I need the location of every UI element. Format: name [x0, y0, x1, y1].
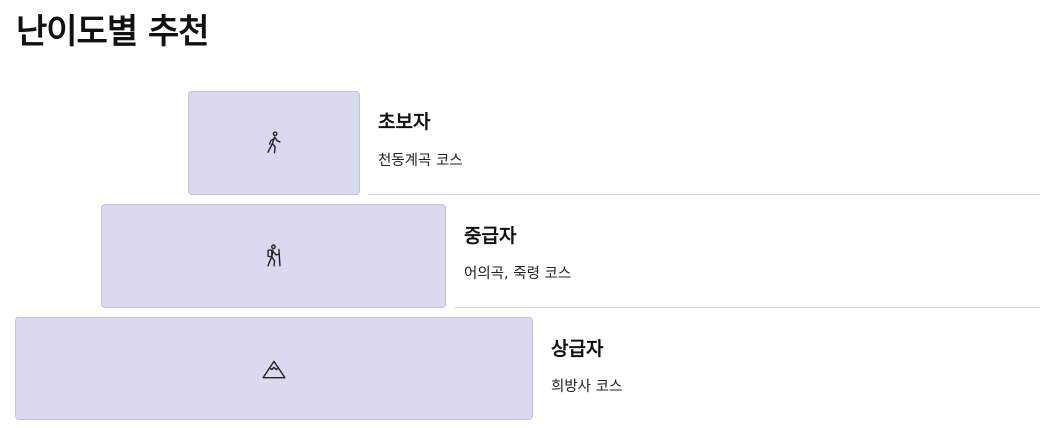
page-title: 난이도별 추천	[16, 12, 210, 52]
tier-beginner-card[interactable]	[188, 91, 360, 195]
tier-intermediate-divider	[455, 307, 1040, 308]
tier-intermediate-title: 중급자	[464, 225, 517, 247]
mountain-icon	[261, 356, 287, 382]
tier-advanced-title: 상급자	[551, 338, 604, 360]
tier-advanced-card[interactable]	[15, 317, 533, 420]
tier-advanced-courses: 희방사 코스	[551, 379, 623, 395]
tier-beginner-title: 초보자	[378, 111, 431, 133]
tier-intermediate-courses: 어의곡, 죽령 코스	[464, 266, 572, 282]
hiker-icon	[261, 243, 287, 269]
tier-beginner-divider	[368, 194, 1040, 195]
tier-beginner-courses: 천동계곡 코스	[378, 153, 463, 169]
walking-person-icon	[261, 130, 287, 156]
tier-intermediate-card[interactable]	[101, 204, 446, 308]
